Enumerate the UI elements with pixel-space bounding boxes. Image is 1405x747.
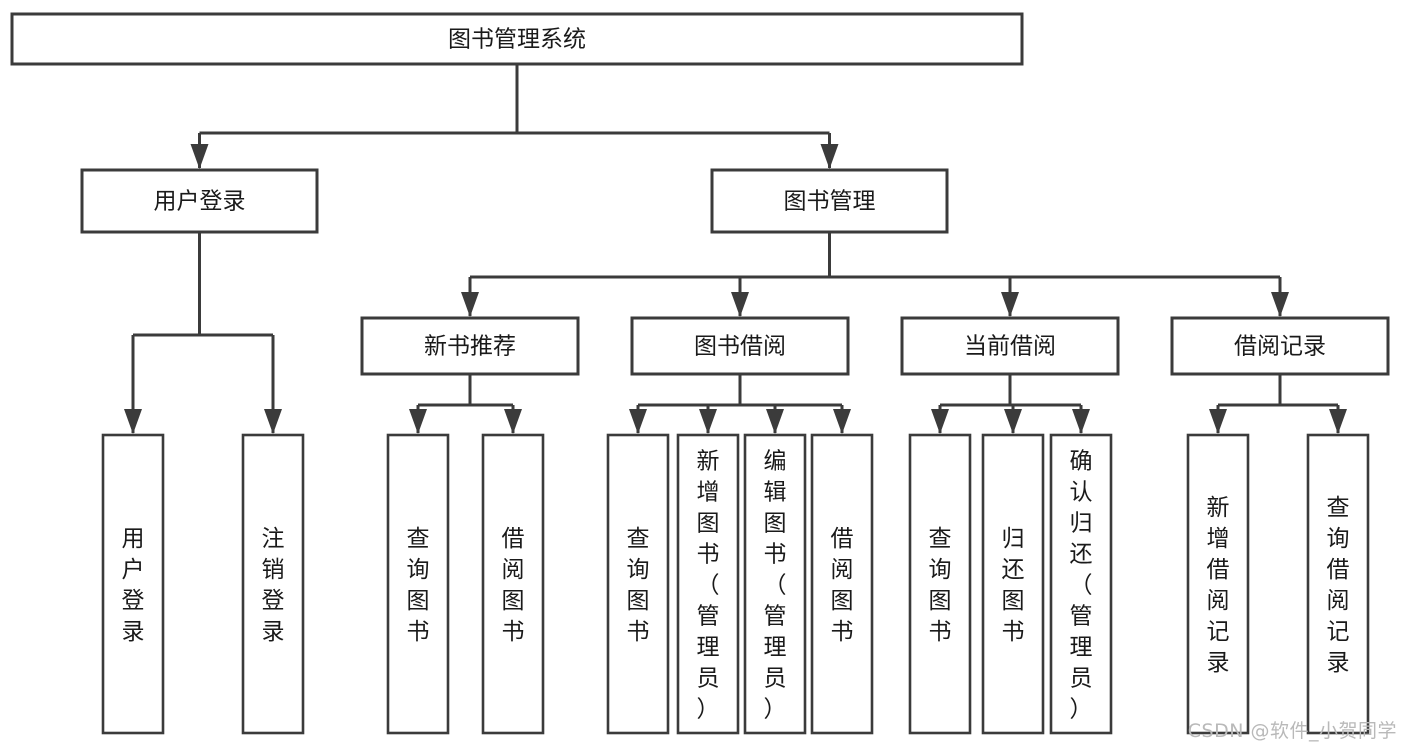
node-box[interactable]	[1049, 433, 1113, 735]
node-l-query-book-3[interactable]: 查询图书	[908, 433, 972, 735]
edge-group-n-new-book-rec	[409, 374, 522, 434]
node-n-current-borrow[interactable]: 当前借阅	[900, 316, 1120, 376]
node-box[interactable]	[80, 168, 319, 234]
csdn-watermark: CSDN @软件_小贺同学	[1187, 720, 1397, 742]
node-box[interactable]	[101, 433, 165, 735]
node-label: 查询借阅记录	[1327, 495, 1350, 676]
node-n-book-mgmt[interactable]: 图书管理	[710, 168, 949, 234]
node-label: 当前借阅	[964, 334, 1056, 360]
node-label: 查询图书	[929, 526, 952, 645]
node-label: 查询图书	[407, 526, 430, 645]
node-l-user-logout[interactable]: 注销登录	[241, 433, 305, 735]
edge-group-n-book-borrow	[629, 374, 851, 434]
arrow-head-icon	[766, 409, 784, 434]
node-box[interactable]	[1170, 316, 1390, 376]
arrow-head-icon	[1329, 409, 1347, 434]
node-l-add-record[interactable]: 新增借阅记录	[1186, 433, 1250, 735]
node-n-user-login[interactable]: 用户登录	[80, 168, 319, 234]
node-label: 用户登录	[122, 526, 145, 645]
arrow-head-icon	[699, 409, 717, 434]
node-box[interactable]	[481, 433, 545, 735]
edge-group-n-user-login	[124, 232, 282, 434]
arrow-head-icon	[931, 409, 949, 434]
node-label: 图书管理系统	[448, 27, 586, 53]
node-box[interactable]	[1306, 433, 1370, 735]
node-l-return-book[interactable]: 归还图书	[981, 433, 1045, 735]
node-label: 用户登录	[154, 189, 246, 215]
node-label: 图书借阅	[694, 334, 786, 360]
node-l-query-record[interactable]: 查询借阅记录	[1306, 433, 1370, 735]
arrow-head-icon	[1004, 409, 1022, 434]
arrow-head-icon	[629, 409, 647, 434]
edge-group-n-book-mgmt	[461, 232, 1289, 317]
arrow-head-icon	[190, 144, 209, 169]
node-l-confirm-return-admin[interactable]: 确认归还（管理员）	[1049, 433, 1113, 735]
node-l-query-book-1[interactable]: 查询图书	[386, 433, 450, 735]
node-label: 查询图书	[627, 526, 650, 645]
node-box[interactable]	[743, 433, 807, 735]
node-root[interactable]: 图书管理系统	[10, 12, 1024, 66]
node-n-borrow-record[interactable]: 借阅记录	[1170, 316, 1390, 376]
node-box[interactable]	[630, 316, 850, 376]
node-l-edit-book-admin[interactable]: 编辑图书（管理员）	[743, 433, 807, 735]
node-label: 新增借阅记录	[1207, 495, 1230, 676]
node-box[interactable]	[900, 316, 1120, 376]
node-l-add-book-admin[interactable]: 新增图书（管理员）	[676, 433, 740, 735]
arrow-head-icon	[264, 409, 282, 434]
node-box[interactable]	[981, 433, 1045, 735]
node-l-query-book-2[interactable]: 查询图书	[606, 433, 670, 735]
node-label: 新书推荐	[424, 334, 516, 360]
node-box[interactable]	[810, 433, 874, 735]
node-label: 新增图书（管理员）	[697, 449, 720, 723]
node-label: 确认归还（管理员）	[1070, 449, 1093, 723]
node-box[interactable]	[908, 433, 972, 735]
node-label: 借阅图书	[502, 526, 525, 645]
node-n-book-borrow[interactable]: 图书借阅	[630, 316, 850, 376]
node-box[interactable]	[10, 12, 1024, 66]
node-label: 编辑图书（管理员）	[764, 449, 787, 723]
arrow-head-icon	[731, 292, 749, 317]
arrow-head-icon	[504, 409, 522, 434]
node-box[interactable]	[386, 433, 450, 735]
node-box[interactable]	[710, 168, 949, 234]
node-box[interactable]	[606, 433, 670, 735]
arrow-head-icon	[1001, 292, 1019, 317]
node-box[interactable]	[360, 316, 580, 376]
node-box[interactable]	[676, 433, 740, 735]
node-box[interactable]	[241, 433, 305, 735]
node-l-borrow-book-2[interactable]: 借阅图书	[810, 433, 874, 735]
arrow-head-icon	[1072, 409, 1090, 434]
node-box[interactable]	[1186, 433, 1250, 735]
node-label: 注销登录	[262, 526, 285, 645]
node-n-new-book-rec[interactable]: 新书推荐	[360, 316, 580, 376]
arrow-head-icon	[461, 292, 479, 317]
connectors-layer	[124, 64, 1347, 434]
node-label: 借阅图书	[831, 526, 854, 645]
node-label: 归还图书	[1002, 526, 1025, 645]
arrow-head-icon	[1209, 409, 1227, 434]
arrow-head-icon	[409, 409, 427, 434]
edge-group-root	[190, 64, 839, 169]
arrow-head-icon	[833, 409, 851, 434]
node-label: 借阅记录	[1234, 334, 1326, 360]
arrow-head-icon	[820, 144, 839, 169]
edge-group-n-current-borrow	[931, 374, 1090, 434]
nodes-layer: 图书管理系统用户登录图书管理新书推荐图书借阅当前借阅借阅记录用户登录注销登录查询…	[10, 12, 1390, 735]
node-l-user-login[interactable]: 用户登录	[101, 433, 165, 735]
node-l-borrow-book-1[interactable]: 借阅图书	[481, 433, 545, 735]
arrow-head-icon	[1271, 292, 1289, 317]
node-label: 图书管理	[784, 189, 876, 215]
edge-group-n-borrow-record	[1209, 374, 1347, 434]
arrow-head-icon	[124, 409, 142, 434]
